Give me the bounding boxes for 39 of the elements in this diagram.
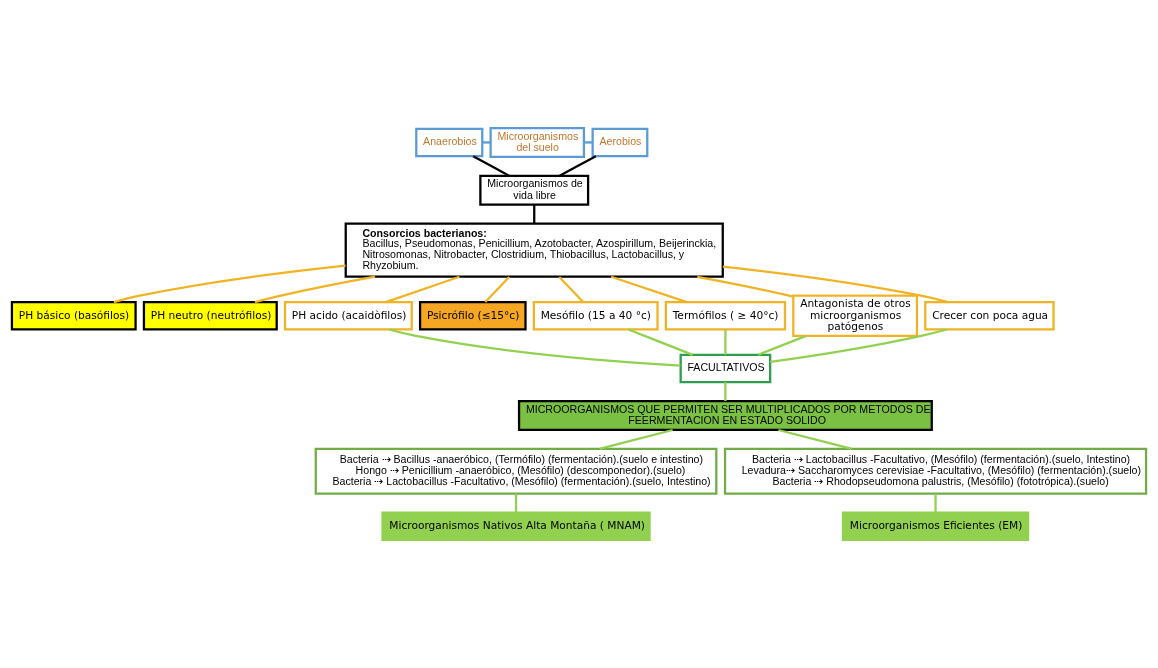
node-box: Mesófilo (15 a 40 °c): [532, 301, 659, 331]
connector: [724, 382, 727, 402]
node-box: MICROORGANISMOS QUE PERMITEN SER MULTIPLICADOS POR METODOS DE FEERMENTACION EN ESTADO SOLIDO: [517, 400, 933, 432]
node-box: FACULTATIVOS: [679, 353, 772, 384]
connector: [388, 328, 681, 367]
node-box: Bacteria ⇢ Lactobacillus -Facultativo, (Mesófilo) (fermentación).(suelo, Intestino) Levadura⇢ Saccharomyces cerevisiae -Facultativo, (Mesófilo) (fermentación).(suelo) Bacteria ⇢ Rhodopseudomona palustris, (Mesófilo) (fototrópica).(suelo): [723, 447, 1148, 495]
node-box: Anaerobios: [415, 127, 484, 158]
connector: [584, 141, 593, 144]
connector: [514, 493, 518, 513]
node-box: Aerobios: [591, 127, 649, 158]
node-box: PH neutro (neutrófilos): [142, 301, 278, 331]
node-box: Microorganismos del suelo: [489, 126, 586, 158]
node-box: Psicrófilo (≤15°c): [418, 301, 527, 331]
connector: [697, 275, 794, 298]
connector: [934, 493, 937, 513]
node-box: PH básico (basófilos): [10, 301, 137, 331]
connector: [113, 264, 346, 304]
connector: [724, 329, 727, 355]
node-box: Microorganismos Eficientes (EM): [841, 511, 1030, 542]
connector: [559, 155, 597, 177]
node-box: Bacteria ⇢ Bacillus -anaeróbico, (Termófilo) (fermentación).(suelo e intestino) Hongo ⇢ Penicillium -anaeróbico, (Mesófilo) (descomponedor).(suelo) Bacteria ⇢ Lactobacillus -Facultativo, (Mesófilo) (fermentación).(suelo, Intestino): [314, 447, 718, 495]
connector: [757, 334, 807, 356]
connector: [484, 276, 511, 303]
node-box: PH acido (acaidòfilos): [283, 301, 413, 331]
connector: [628, 328, 694, 356]
connector: [533, 204, 536, 224]
connector: [770, 328, 947, 364]
connector: [385, 275, 460, 304]
connector: [254, 275, 376, 304]
node-box: Microorganismos Nativos Alta Montaña ( MNAM): [381, 511, 651, 542]
node-box: Antagonista de otros microorganismos patógenos: [792, 294, 919, 338]
connector: [558, 276, 584, 303]
connector: [482, 141, 491, 144]
node-box: Microorganismos de vida libre: [479, 174, 590, 206]
node-box: Termófilos ( ≥ 40°c): [664, 301, 787, 331]
node-box: Crecer con poca agua: [924, 301, 1055, 331]
connector: [610, 275, 688, 304]
connector: [722, 265, 949, 304]
node-box: Consorcios bacterianos: Bacillus, Pseudomonas, Penicillium, Azotobacter, Azospirillum, Beijerinckia, Nitrosomonas, Nitrobacter, Clostridium, Thiobacillus, Lactobacillus, y Rhyzobium.: [344, 222, 724, 278]
